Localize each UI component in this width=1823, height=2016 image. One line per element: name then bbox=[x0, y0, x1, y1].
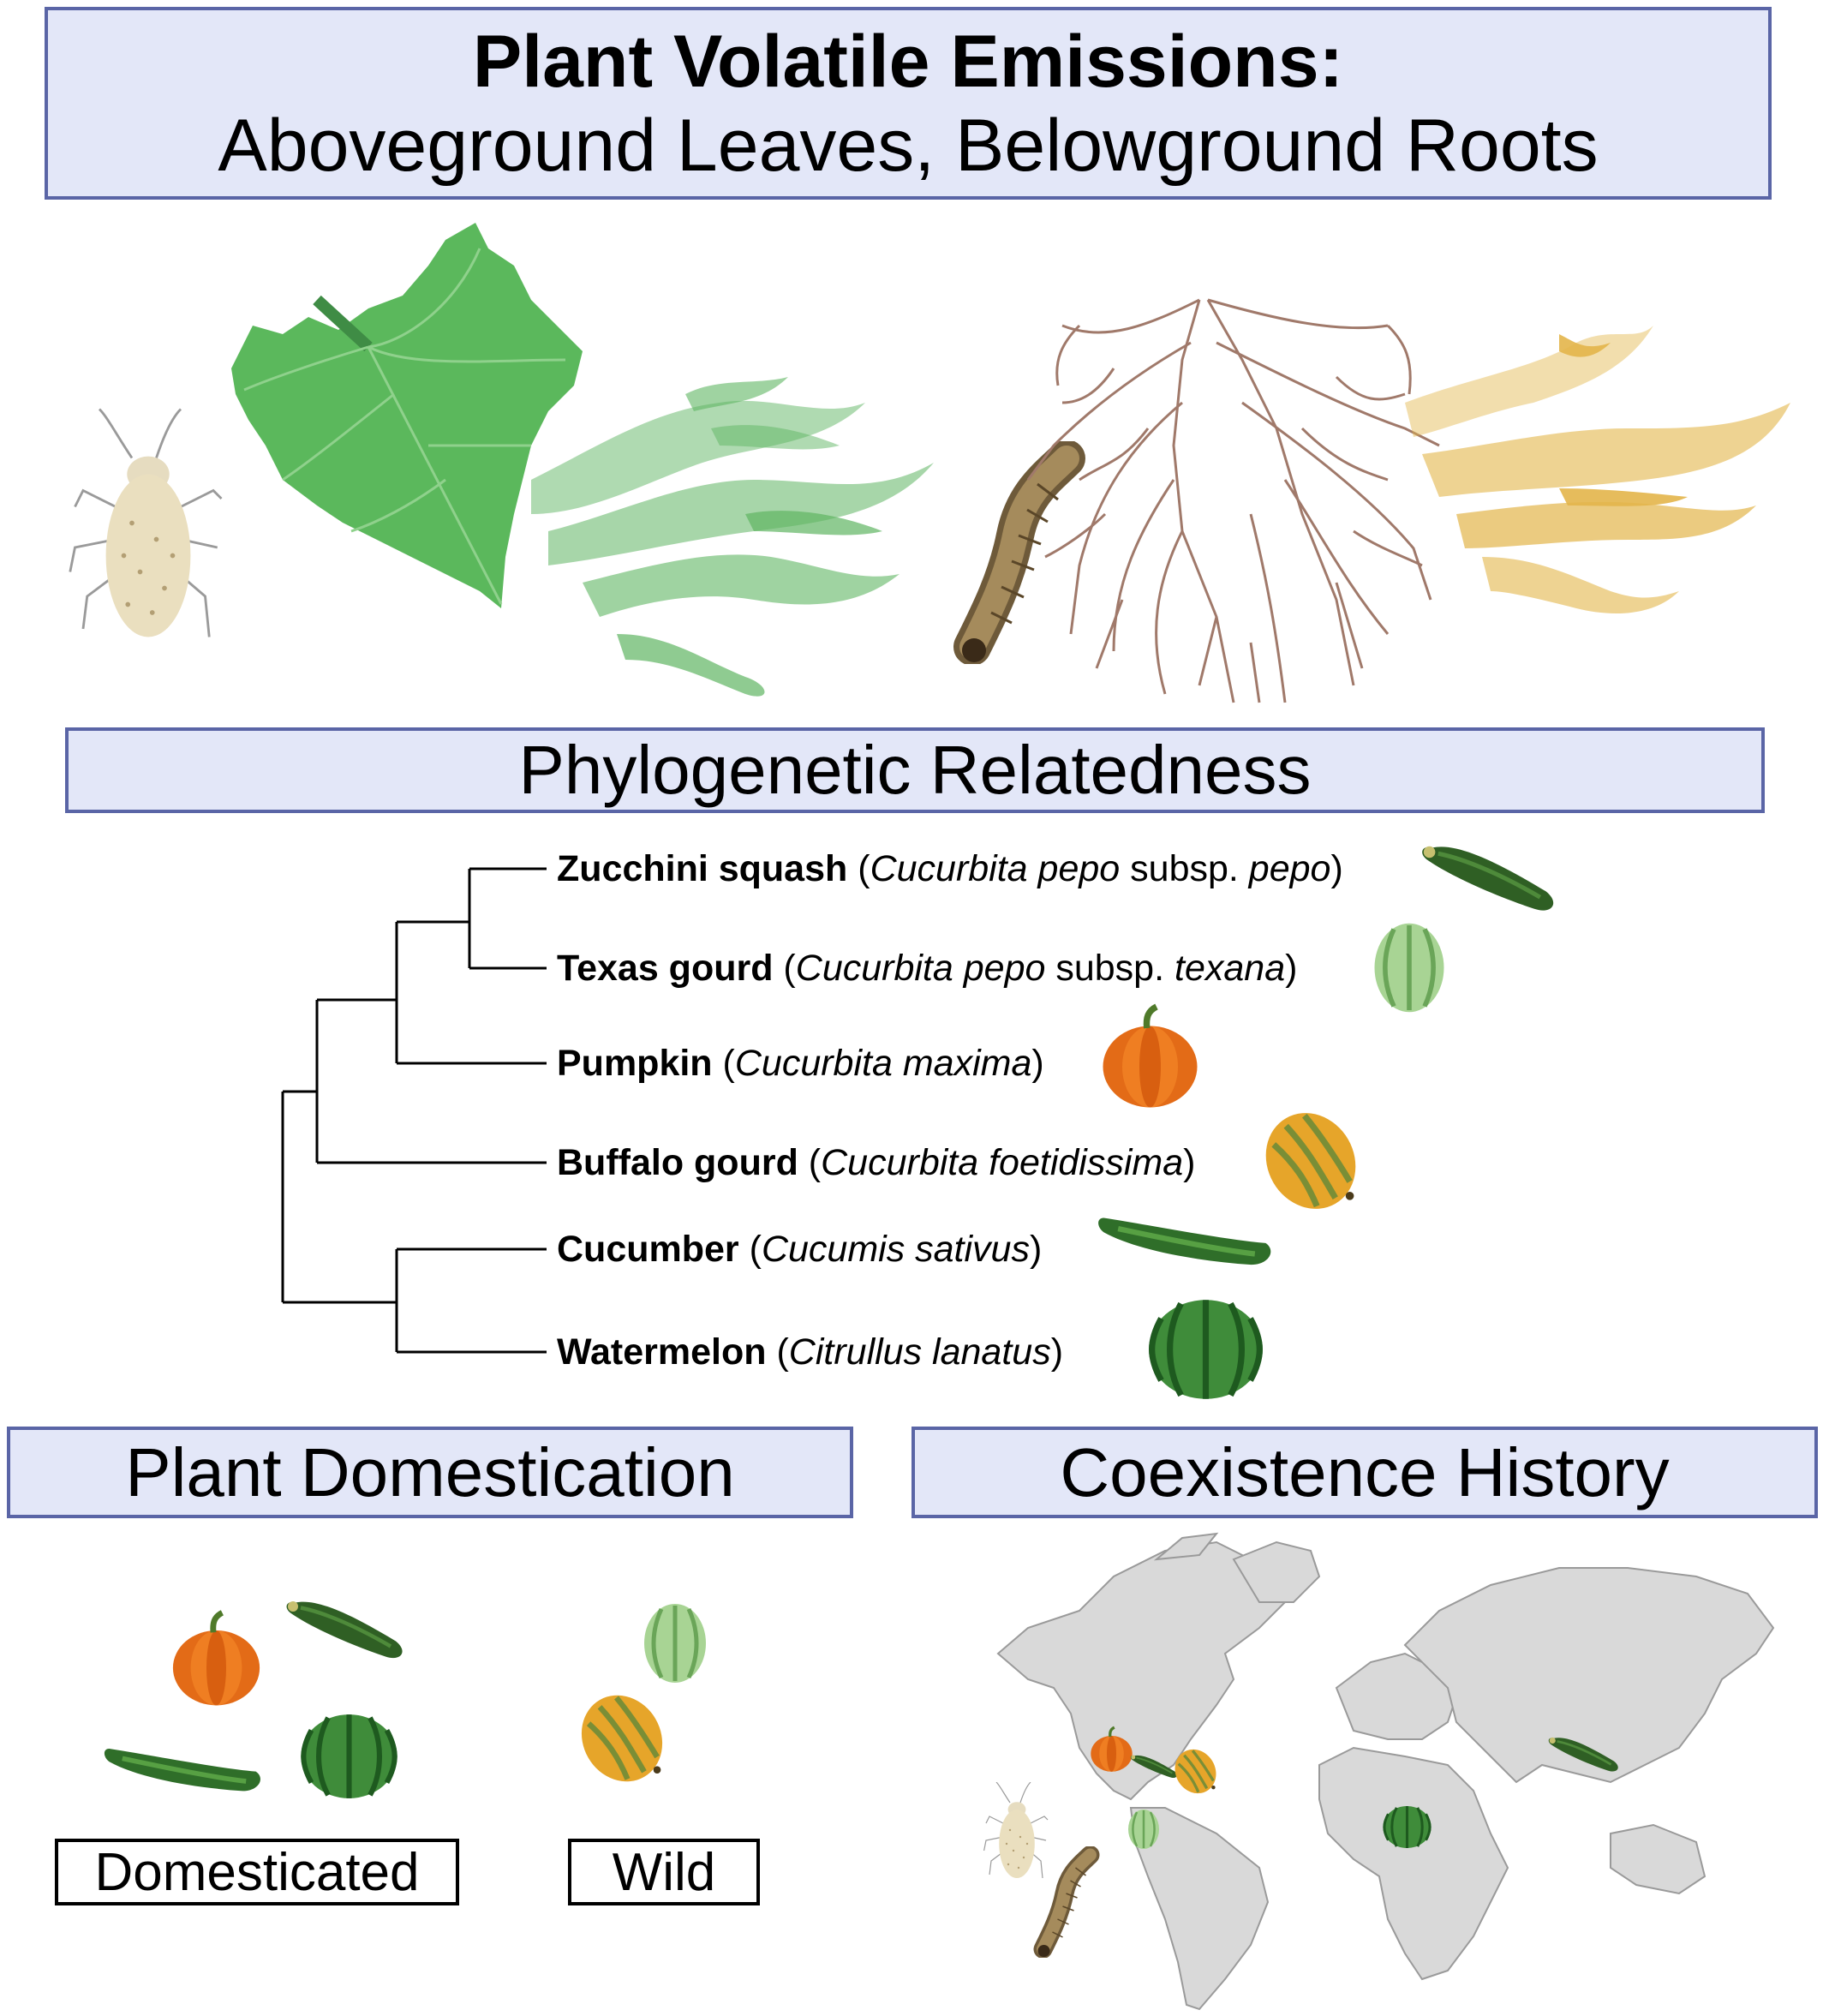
taxon-scientific-name: Citrullus lanatus bbox=[788, 1331, 1051, 1373]
taxon-label-texas-gourd: Texas gourd (Cucurbita pepo subsp. texan… bbox=[557, 947, 1297, 990]
taxon-common-name: Buffalo gourd bbox=[557, 1142, 798, 1183]
paren: ) bbox=[1285, 948, 1298, 989]
taxon-common-name: Cucumber bbox=[557, 1229, 739, 1270]
main-title: Plant Volatile Emissions: bbox=[472, 20, 1344, 103]
buffalo-gourd-icon bbox=[1249, 1097, 1373, 1225]
phylogeny-heading: Phylogenetic Relatedness bbox=[65, 727, 1765, 813]
taxon-scientific-name: Cucurbita foetidissima bbox=[821, 1142, 1184, 1183]
domesticated-fruit-group bbox=[105, 1601, 403, 1798]
root-volatile-icon bbox=[1405, 326, 1790, 613]
paren: ( bbox=[773, 948, 796, 989]
paren: ) bbox=[1050, 1331, 1064, 1373]
zucchini-icon bbox=[1422, 846, 1553, 911]
paren: ) bbox=[1183, 1142, 1196, 1183]
phylogenetic-tree bbox=[281, 867, 547, 1354]
taxon-subspecies: pepo bbox=[1248, 848, 1331, 889]
paren: ) bbox=[1029, 1229, 1043, 1270]
taxon-common-name: Pumpkin bbox=[557, 1043, 713, 1084]
taxon-common-name: Watermelon bbox=[557, 1331, 767, 1373]
taxon-scientific-name: Cucurbita maxima bbox=[734, 1043, 1032, 1084]
paren: ( bbox=[847, 848, 870, 889]
wild-fruit-group bbox=[566, 1604, 706, 1797]
pumpkin-icon bbox=[1103, 1007, 1198, 1108]
leaf-icon bbox=[231, 223, 583, 608]
taxon-subspecies: texana bbox=[1174, 948, 1286, 989]
leaf-volatile-icon bbox=[531, 377, 934, 697]
taxon-scientific-name: Cucurbita pepo bbox=[795, 948, 1046, 989]
world-map-icon bbox=[996, 1532, 1775, 2011]
taxon-label-zucchini: Zucchini squash (Cucurbita pepo subsp. p… bbox=[557, 847, 1343, 890]
aphid-icon bbox=[69, 408, 223, 638]
taxon-common-name: Zucchini squash bbox=[557, 848, 848, 889]
taxon-label-cucumber: Cucumber (Cucumis sativus) bbox=[557, 1228, 1042, 1271]
paren: ( bbox=[798, 1142, 822, 1183]
wild-label: Wild bbox=[568, 1839, 760, 1905]
texas-gourd-icon bbox=[1375, 924, 1444, 1013]
watermelon-icon bbox=[1149, 1300, 1263, 1399]
coexistence-heading: Coexistence History bbox=[912, 1427, 1818, 1518]
taxon-label-buffalo-gourd: Buffalo gourd (Cucurbita foetidissima) bbox=[557, 1141, 1195, 1184]
paren: ( bbox=[738, 1229, 762, 1270]
taxon-scientific-name: Cucurbita pepo bbox=[870, 848, 1121, 889]
paren: ( bbox=[712, 1043, 735, 1084]
taxon-label-pumpkin: Pumpkin (Cucurbita maxima) bbox=[557, 1042, 1044, 1085]
paren: ) bbox=[1031, 1043, 1044, 1084]
main-subtitle: Aboveground Leaves, Belowground Roots bbox=[218, 104, 1599, 187]
taxon-common-name: Texas gourd bbox=[557, 948, 774, 989]
title-banner: Plant Volatile Emissions: Aboveground Le… bbox=[45, 7, 1772, 200]
domesticated-label: Domesticated bbox=[55, 1839, 459, 1905]
taxon-rank: subsp. bbox=[1045, 948, 1174, 989]
root-larva-icon bbox=[962, 458, 1067, 662]
taxon-rank: subsp. bbox=[1120, 848, 1249, 889]
taxon-label-watermelon: Watermelon (Citrullus lanatus) bbox=[557, 1331, 1063, 1373]
taxon-scientific-name: Cucumis sativus bbox=[761, 1229, 1030, 1270]
roots-icon bbox=[1026, 298, 1440, 703]
domestication-heading: Plant Domestication bbox=[7, 1427, 853, 1518]
paren: ) bbox=[1330, 848, 1343, 889]
cucumber-icon bbox=[1098, 1218, 1270, 1265]
paren: ( bbox=[766, 1331, 789, 1373]
